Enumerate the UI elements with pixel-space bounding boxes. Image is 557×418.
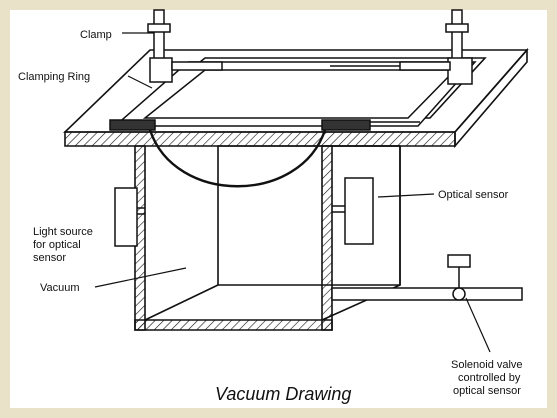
label-clamp: Clamp [80, 29, 112, 41]
clamping-ring [109, 61, 477, 131]
optical-sensor-box [332, 177, 374, 245]
drawn-sheet [148, 129, 327, 188]
label-solenoid-2: controlled by [458, 372, 521, 384]
label-light-source-3: sensor [33, 252, 66, 264]
label-solenoid-3: optical sensor [453, 385, 521, 397]
leader-lines [94, 32, 491, 353]
label-clamping-ring: Clamping Ring [18, 71, 90, 83]
label-solenoid-1: Solenoid valve [451, 359, 523, 371]
vacuum-pipe [331, 254, 523, 301]
clamp-right [399, 9, 473, 85]
label-optical-sensor: Optical sensor [438, 189, 509, 201]
diagram-caption: Vacuum Drawing [215, 384, 351, 404]
clamp-left [147, 9, 223, 83]
label-vacuum: Vacuum [40, 282, 80, 294]
label-light-source-2: for optical [33, 239, 81, 251]
label-light-source-1: Light source [33, 226, 93, 238]
light-source-box [114, 187, 145, 247]
